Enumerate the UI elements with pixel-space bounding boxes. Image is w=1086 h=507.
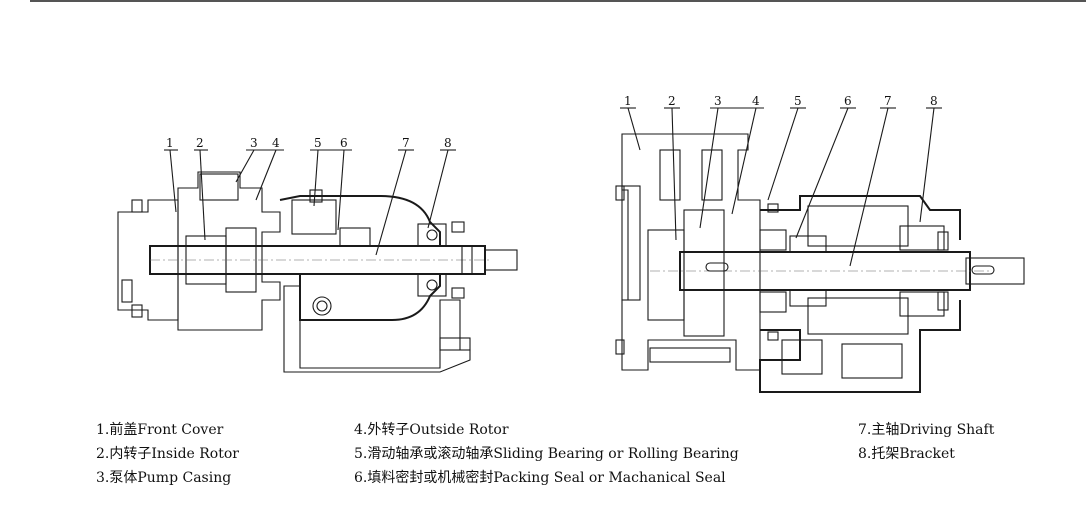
legend-item-inside-rotor: 2.内转子Inside Rotor [96,446,239,462]
left-cover-bolt-bottom [131,304,143,318]
left-callout-1: 1 [166,136,174,150]
right-inside-rotor [647,229,685,321]
legend-column-3: 7.主轴Driving Shaft 8.托架Bracket [858,418,994,466]
right-callout-4: 4 [752,94,760,108]
left-bracket [279,195,441,321]
left-view [117,171,518,373]
left-shaft-key-end [484,249,518,271]
legend-item-driving-shaft: 7.主轴Driving Shaft [858,422,995,438]
legend-item-bearing: 5.滑动轴承或滚动轴承Sliding Bearing or Rolling Be… [354,446,739,462]
left-callout-6: 6 [340,136,348,150]
left-callout-8: 8 [444,136,452,150]
right-callout-3: 3 [714,94,722,108]
legend-column-1: 1.前盖Front Cover 2.内转子Inside Rotor 3.泵体Pu… [96,418,239,490]
left-callout-3: 3 [250,136,258,150]
legend-item-front-cover: 1.前盖Front Cover [96,422,224,438]
right-pump-casing [621,133,761,371]
left-callout-5: 5 [314,136,322,150]
right-callout-8: 8 [930,94,938,108]
right-packing-seal [789,235,827,253]
legend-item-outside-rotor: 4.外转子Outside Rotor [354,422,509,438]
right-sliding-bearing [759,229,787,251]
left-callout-2: 2 [196,136,204,150]
left-drain-port [312,296,332,316]
left-callout-4: 4 [272,136,280,150]
right-shaft-key-end [965,257,1025,285]
right-front-cover [621,185,641,301]
right-callout-numbers: 1 2 3 4 5 6 7 8 [624,94,938,108]
left-packing-seal [339,227,371,247]
left-callout-leaders [164,149,456,256]
right-callout-1: 1 [624,94,632,108]
legend-column-2: 4.外转子Outside Rotor 5.滑动轴承或滚动轴承Sliding Be… [354,418,739,490]
left-pump-casing [177,171,281,331]
right-callout-7: 7 [884,94,892,108]
right-outside-rotor [683,209,725,337]
legend-item-pump-casing: 3.泵体Pump Casing [96,470,232,486]
left-callout-numbers: 1 2 3 4 5 6 7 8 [166,136,452,150]
right-callout-leaders [620,107,942,267]
left-cover-bolt-top [131,199,143,213]
top-rule [30,0,1086,2]
legend-item-seal: 6.填料密封或机械密封Packing Seal or Machanical Se… [354,470,726,486]
legend-item-bracket: 8.托架Bracket [858,446,955,462]
right-callout-2: 2 [668,94,676,108]
right-view [615,133,1025,393]
right-callout-6: 6 [844,94,852,108]
right-callout-5: 5 [794,94,802,108]
left-callout-7: 7 [402,136,410,150]
